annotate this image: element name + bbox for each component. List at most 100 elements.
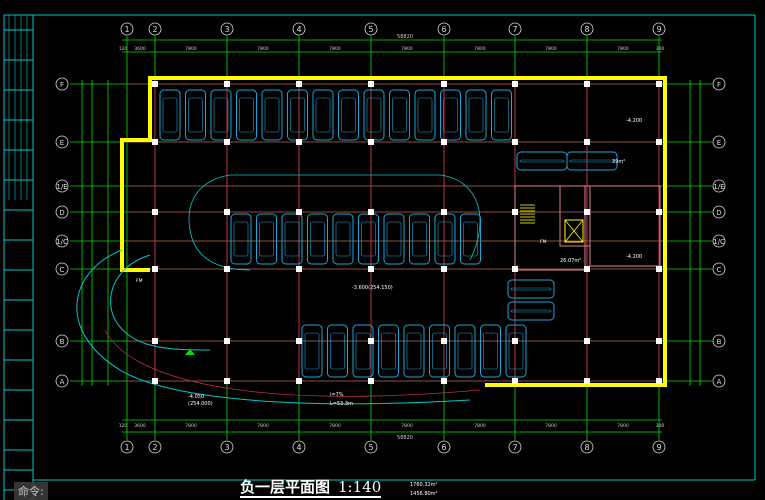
structural-column <box>296 266 302 272</box>
axis-bubble <box>55 205 69 219</box>
parking-car-cabin <box>508 332 524 370</box>
structural-column <box>584 378 590 384</box>
scale-text: 1:140 <box>338 478 382 496</box>
parking-car-cabin <box>162 97 178 133</box>
parking-car-horizontal-cabin <box>519 159 565 163</box>
ramp-inner-curve <box>110 254 211 351</box>
axis-label: 8 <box>584 443 589 452</box>
parking-car-cabin <box>355 332 371 370</box>
parking-car-cabin <box>386 221 402 257</box>
axis-label: 1/C <box>713 238 725 246</box>
axis-bubble <box>120 22 134 36</box>
structural-column <box>441 139 447 145</box>
parking-car-horizontal-cabin <box>569 159 615 163</box>
parking-car-cabin <box>290 97 305 133</box>
dimension-text: 7800 <box>185 46 197 52</box>
parking-car <box>460 213 481 265</box>
parking-car-cabin <box>437 221 453 257</box>
structural-column <box>656 209 662 215</box>
dimension-text: 7800 <box>257 46 269 52</box>
axis-label: 2 <box>152 25 157 34</box>
axis-bubble <box>55 374 69 388</box>
axis-bubble <box>712 334 726 348</box>
parking-car-cabin <box>335 221 351 257</box>
structural-column <box>512 378 518 384</box>
parking-car <box>383 213 405 265</box>
room-area-label: 26.07m² <box>560 258 581 264</box>
structural-column <box>441 266 447 272</box>
structural-column <box>512 81 518 87</box>
axis-bubble <box>652 440 666 454</box>
parking-car-cabin <box>406 332 422 370</box>
structural-column <box>152 139 158 145</box>
structural-column <box>656 81 662 87</box>
north-arrow-icon <box>185 349 195 355</box>
room-area-label: 39m² <box>612 159 625 165</box>
parking-car-cabin <box>304 332 320 370</box>
dimension-text: 7800 <box>474 46 486 52</box>
structural-column <box>368 266 374 272</box>
parking-car <box>403 324 425 378</box>
axis-label: C <box>60 266 65 274</box>
parking-car-cabin <box>463 221 478 257</box>
structural-column <box>656 266 662 272</box>
structural-column <box>368 338 374 344</box>
structural-column <box>224 81 230 87</box>
axis-label: 1/E <box>713 183 724 191</box>
parking-car <box>409 213 430 265</box>
structural-column <box>224 209 230 215</box>
parking-car-cabin <box>259 221 274 257</box>
axis-bubble <box>712 234 726 248</box>
parking-car-cabin <box>366 97 382 133</box>
parking-car <box>301 324 323 378</box>
parking-car-cabin <box>392 97 407 133</box>
exterior-wall <box>120 80 152 272</box>
structural-column <box>584 139 590 145</box>
parking-car <box>261 89 283 141</box>
command-line[interactable]: 命令: <box>14 482 48 500</box>
parking-car-cabin <box>412 221 427 257</box>
dimension-text: 7800 <box>401 423 413 429</box>
parking-car-cabin <box>233 221 249 257</box>
parking-car-cabin <box>330 332 345 370</box>
structural-column <box>152 81 158 87</box>
axis-label: E <box>717 139 721 147</box>
structural-column <box>152 266 158 272</box>
axis-bubble <box>580 22 594 36</box>
structural-column <box>224 338 230 344</box>
elevation-label: (254.000) <box>188 401 213 407</box>
parking-car <box>312 89 334 141</box>
axis-label: B <box>60 338 65 346</box>
parking-car-horizontal-cabin <box>510 287 552 291</box>
parking-car <box>281 213 303 265</box>
axis-bubble <box>148 22 162 36</box>
structural-column <box>512 139 518 145</box>
parking-car-cabin <box>341 97 356 133</box>
parking-car-cabin <box>310 221 325 257</box>
dimension-text: 3600 <box>134 423 146 429</box>
dimension-text: 300 <box>656 423 665 429</box>
axis-bubble <box>55 334 69 348</box>
parking-car-cabin <box>457 332 473 370</box>
total-dimension: 58820 <box>397 435 413 441</box>
structural-column <box>512 338 518 344</box>
structural-column <box>224 139 230 145</box>
parking-car-cabin <box>443 97 458 133</box>
axis-label: A <box>60 378 65 386</box>
dimension-text: 7800 <box>545 423 557 429</box>
parking-car-horizontal <box>516 151 568 171</box>
parking-car-horizontal-cabin <box>510 309 552 313</box>
structural-column <box>368 139 374 145</box>
dimension-text: 7800 <box>257 423 269 429</box>
axis-bubble <box>55 234 69 248</box>
structural-column <box>512 266 518 272</box>
parking-car <box>505 324 527 378</box>
parking-car-cabin <box>432 332 447 370</box>
structural-column <box>656 338 662 344</box>
structural-column <box>224 266 230 272</box>
parking-car <box>440 89 461 141</box>
parking-car <box>429 324 450 378</box>
